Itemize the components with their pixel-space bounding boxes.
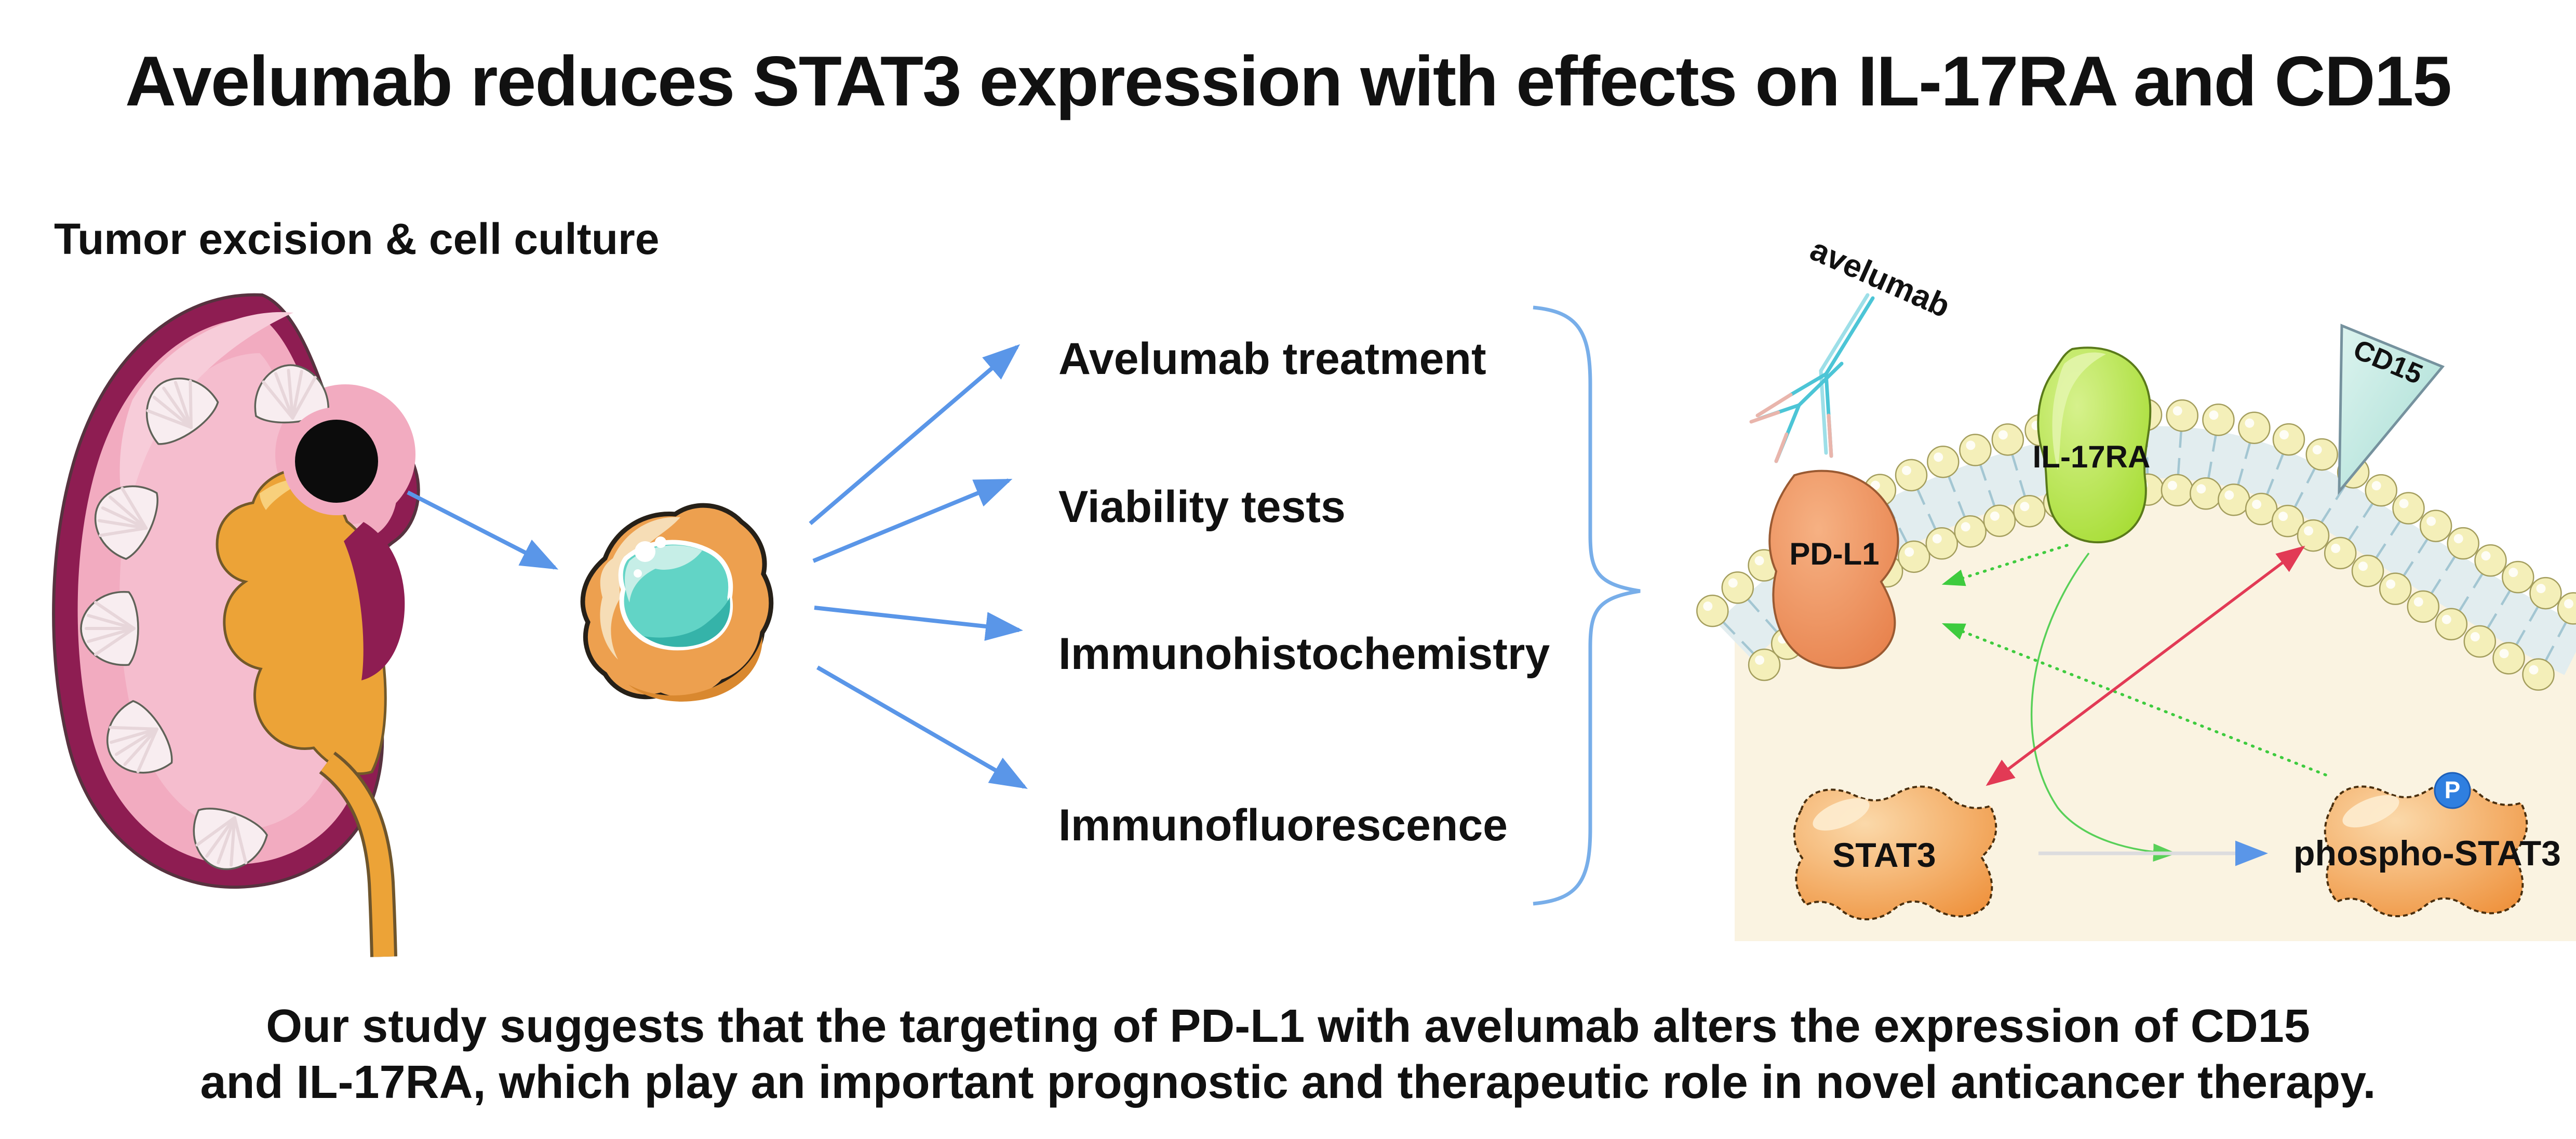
phosphate-badge-label: P [2444,776,2461,803]
conclusion-line-1: Our study suggests that the targeting of… [266,1000,2310,1052]
il17ra-label: IL-17RA [2032,439,2151,474]
arrow-immunofluorescence [816,665,1028,789]
brace [1533,305,1641,906]
kidney-medulla-shadow [344,522,405,680]
tumor-cell-illustration [580,503,774,702]
pdl1-protein [1768,470,1899,669]
kidney-pelvis-shine [260,478,307,510]
kidney-cortex-highlight [119,312,294,525]
arrow-avelumab-treatment [809,344,1021,526]
arrow-immunohistochemistry [814,606,1023,641]
kidney-illustration [52,293,420,957]
phosphate-badge-circle [2434,772,2471,809]
treatment-label-immunofluorescence: Immunofluorescence [1058,800,1508,850]
treatment-arrows [809,344,1028,789]
conclusion-text: Our study suggests that the targeting of… [0,998,2576,1110]
page-title: Avelumab reduces STAT3 expression with e… [125,42,2452,120]
left-panel-heading: Tumor excision & cell culture [54,215,660,263]
nucleus-glint [634,569,642,578]
conclusion-line-2: and IL-17RA, which play an important pro… [200,1056,2376,1108]
kidney-calyces [80,364,330,870]
treatment-label-viability: Viability tests [1058,482,1346,532]
nucleus-glint [655,537,666,548]
stat3-glint [1813,798,1870,831]
arrow-stat3-cd15 [1985,545,2305,786]
membrane-pathway-diagram [1696,293,2576,941]
treatment-label-avelumab: Avelumab treatment [1058,334,1486,384]
il17ra-highlight [2052,352,2106,470]
nucleus-glint [635,541,655,562]
treatment-label-immunohistochemistry: Immunohistochemistry [1058,629,1550,679]
phospho-stat3-glint [2342,795,2399,828]
antibody-icon [1755,293,1875,458]
arrow-viability-tests [812,478,1013,563]
antibody-icon [1749,361,1844,463]
stat3-label: STAT3 [1832,836,1936,874]
cell-rim-light [600,517,680,660]
kidney-ureter [320,754,394,957]
excision-arrow [407,490,559,570]
cell-shade [628,636,763,702]
nucleus-shadow [644,597,730,647]
cd15-marker [2338,324,2445,495]
tumor-circle [283,407,391,515]
avelumab-antibody-icons [1749,293,1875,463]
pdl1-label: PD-L1 [1789,537,1880,571]
phospho-stat3-label: phospho-STAT3 [2293,834,2561,873]
